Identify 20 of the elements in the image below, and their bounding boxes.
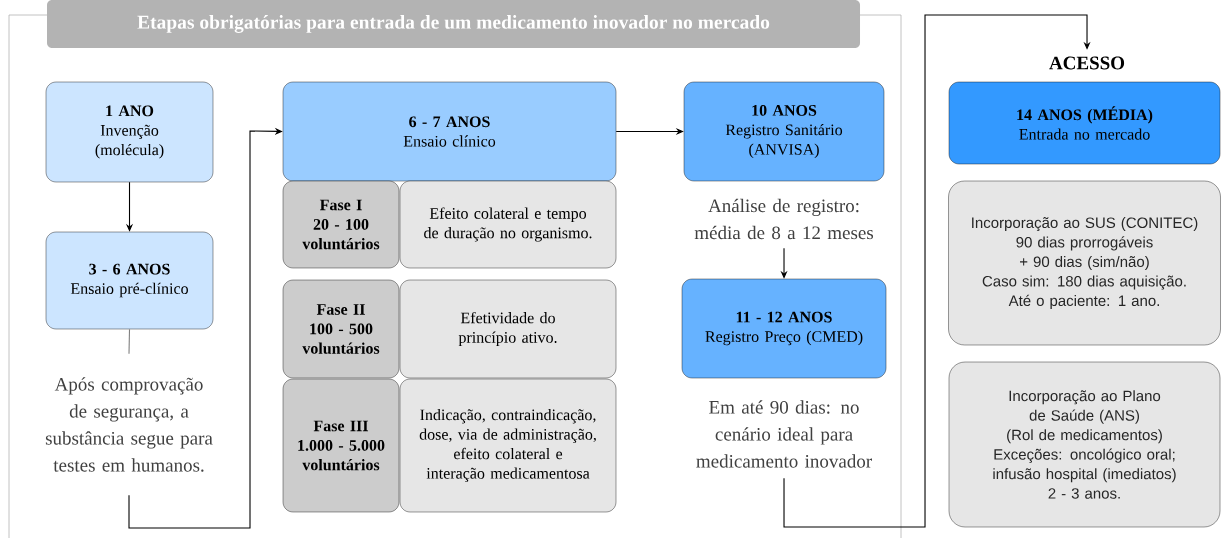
- note-text: Em até 90 dias: no cenário ideal para medicamento inovador: [696, 400, 872, 468]
- note-text: Análise de registro: média de 8 a 12 meses: [694, 198, 874, 240]
- section-heading: ACESSO: [1049, 56, 1125, 70]
- stage-box: 6 - 7 ANOS Ensaio clínico: [282, 81, 617, 182]
- phase-cell: Fase I 20 - 100 voluntários: [282, 180, 400, 269]
- title-banner: Etapas obrigatórias para entrada de um medicamento inovador no mercado: [47, 0, 860, 48]
- stage-box: 11 - 12 ANOS Registro Preço (CMED): [681, 278, 887, 379]
- info-box: Incorporação ao SUS (CONITEC) 90 dias prorrogáveis + 90 dias (sim/não) Caso sim: 180 dias aquisição. Até o paciente: 1 ano.: [948, 180, 1221, 346]
- stage-box: 1 ANO Invenção (molécula): [45, 81, 214, 183]
- note-text: Após comprovação de segurança, a substância segue para testes em humanos.: [45, 377, 213, 472]
- info-box: Incorporação ao Plano de Saúde (ANS) (Rol de medicamentos) Exceções: oncológico oral; infusão hospital (imediatos) 2 - 3 anos.: [948, 361, 1221, 528]
- description-cell: Efetividade do princípio ativo.: [399, 279, 617, 379]
- description-cell: Efeito colateral e tempo de duração no organismo.: [399, 180, 617, 269]
- phase-cell: Fase II 100 - 500 voluntários: [282, 279, 400, 379]
- stage-box: 3 - 6 ANOS Ensaio pré-clínico: [45, 231, 214, 330]
- stage-box: 14 ANOS (MÉDIA) Entrada no mercado: [948, 81, 1221, 165]
- description-cell: Indicação, contraindicação, dose, via de administração, efeito colateral e interação medicamentosa: [399, 378, 617, 513]
- arrow: [783, 14, 1091, 528]
- phase-cell: Fase III 1.000 - 5.000 voluntários: [282, 378, 400, 513]
- stage-box: 10 ANOS Registro Sanitário (ANVISA): [683, 81, 885, 182]
